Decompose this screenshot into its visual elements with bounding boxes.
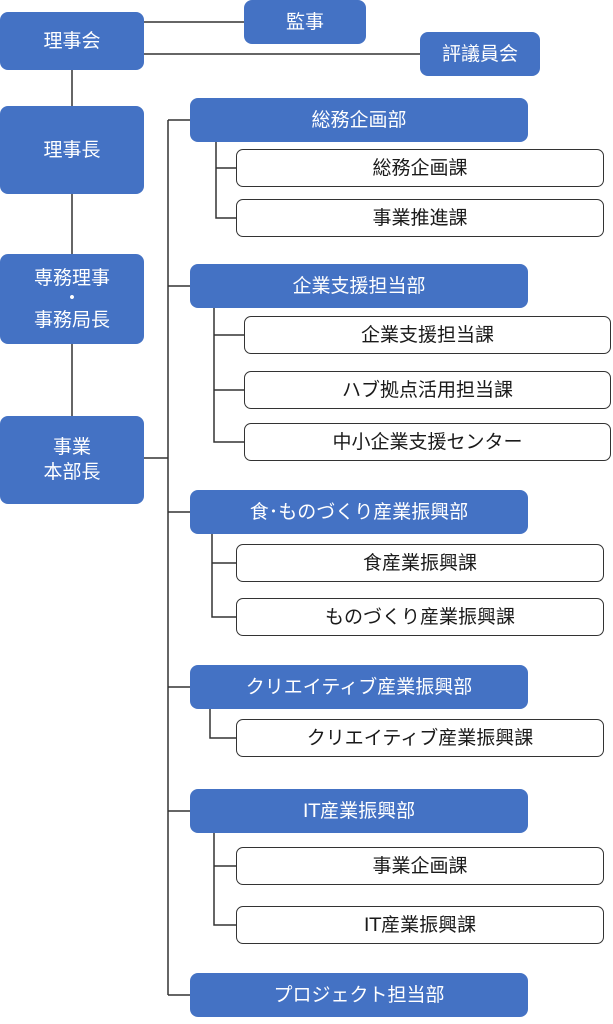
section-box: ハブ拠点活用担当課 — [244, 371, 611, 409]
auditor-box: 監事 — [244, 0, 366, 44]
department-box: 総務企画部 — [190, 98, 528, 142]
section-label: 事業企画課 — [372, 854, 468, 877]
chair-box: 理事長 — [0, 106, 144, 194]
department-label: 食･ものづくり産業振興部 — [249, 500, 469, 523]
department-box: クリエイティブ産業振興部 — [190, 665, 528, 709]
business-head-box: 事業 本部長 — [0, 416, 144, 504]
section-label: 企業支援担当課 — [360, 323, 494, 346]
section-box: ものづくり産業振興課 — [236, 598, 604, 636]
managing-director-line2: 事務局長 — [33, 308, 110, 331]
department-box: IT産業振興部 — [190, 789, 528, 833]
section-box: 食産業振興課 — [236, 544, 604, 582]
department-label: IT産業振興部 — [302, 799, 416, 822]
department-box: プロジェクト担当部 — [190, 973, 528, 1017]
section-label: ものづくり産業振興課 — [324, 605, 515, 628]
section-box: 企業支援担当課 — [244, 316, 611, 354]
board-label: 理事会 — [43, 29, 101, 52]
section-label: IT産業振興課 — [363, 913, 477, 936]
connector-sections-4 — [209, 709, 236, 739]
board-box: 理事会 — [0, 12, 144, 70]
managing-director-box: 専務理事 ・ 事務局長 — [0, 254, 144, 344]
department-label: 企業支援担当部 — [292, 274, 426, 297]
department-label: 総務企画部 — [311, 108, 407, 131]
section-label: クリエイティブ産業振興課 — [306, 726, 534, 749]
section-box: 中小企業支援センター — [244, 423, 611, 461]
auditor-label: 監事 — [285, 10, 324, 33]
connector-sections-2 — [213, 308, 244, 443]
councillors-box: 評議員会 — [420, 32, 540, 76]
section-label: 中小企業支援センター — [332, 430, 523, 453]
managing-director-line1: 専務理事 — [33, 266, 110, 289]
councillors-label: 評議員会 — [441, 42, 518, 65]
business-head-line2: 本部長 — [43, 461, 101, 483]
section-box: クリエイティブ産業振興課 — [236, 719, 604, 757]
department-label: クリエイティブ産業振興部 — [245, 675, 473, 698]
connector-sections-1 — [215, 142, 236, 219]
connector-sections-3 — [211, 534, 236, 618]
section-label: ハブ拠点活用担当課 — [341, 378, 513, 401]
section-label: 事業推進課 — [372, 206, 468, 229]
section-box: 総務企画課 — [236, 149, 604, 187]
department-box: 食･ものづくり産業振興部 — [190, 490, 528, 534]
chair-label: 理事長 — [43, 138, 101, 161]
section-label: 食産業振興課 — [362, 551, 477, 574]
business-head-line1: 事業 — [52, 436, 91, 459]
managing-director-dot: ・ — [62, 287, 82, 310]
connector-sections-5 — [213, 833, 236, 926]
section-label: 総務企画課 — [372, 156, 468, 179]
department-box: 企業支援担当部 — [190, 264, 528, 308]
department-label: プロジェクト担当部 — [273, 983, 445, 1006]
section-box: 事業企画課 — [236, 847, 604, 885]
section-box: 事業推進課 — [236, 199, 604, 237]
section-box: IT産業振興課 — [236, 906, 604, 944]
